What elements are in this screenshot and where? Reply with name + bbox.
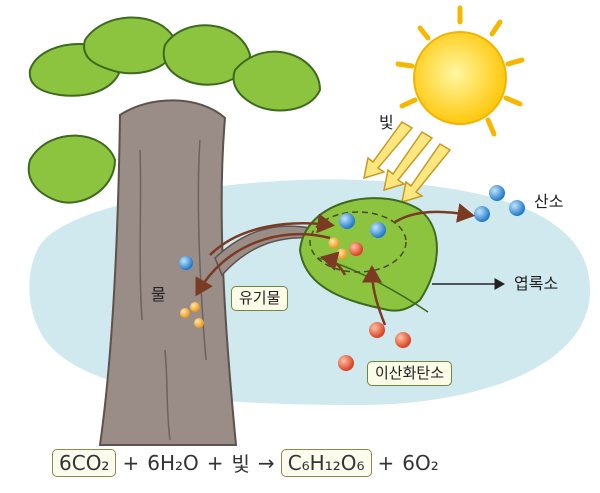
oxygen-ball (509, 200, 525, 216)
oxygen-ball (474, 206, 490, 222)
light-rays (363, 121, 452, 204)
flow-arrows (195, 203, 475, 326)
organic-label: 유기물 (231, 286, 289, 311)
tree-trunk (98, 99, 238, 446)
co2-ball (369, 322, 385, 338)
equation-plus: + (122, 450, 140, 475)
equation-product-glucose: C₆H₁₂O₆ (280, 448, 372, 477)
oxygen-ball (370, 222, 386, 238)
equation-light: 빛 (231, 452, 250, 476)
organic-ball (190, 302, 200, 312)
sun-icon (395, 5, 525, 137)
water-ball (179, 256, 193, 270)
light-label: 빛 (379, 113, 394, 132)
equation-oxygen: 6O₂ (402, 450, 439, 475)
chloroplast-label: 엽록소 (514, 274, 559, 293)
water-label: 물 (151, 285, 166, 304)
co2-ball (349, 242, 363, 256)
co2-label: 이산화탄소 (367, 361, 453, 386)
equation-water: 6H₂O (147, 450, 199, 475)
organic-ball (328, 237, 340, 249)
oxygen-label: 산소 (534, 192, 564, 211)
equation-arrow: → (257, 450, 275, 475)
oxygen-ball (489, 185, 505, 201)
equation-reactant-co2: 6CO₂ (52, 448, 117, 477)
organic-ball (336, 248, 348, 260)
oxygen-ball (339, 213, 355, 229)
chloroplast-area (309, 211, 407, 273)
organic-ball (180, 308, 190, 318)
co2-ball (338, 355, 354, 371)
equation-plus: + (206, 450, 224, 475)
tree-leaves (27, 16, 322, 204)
co2-ball (395, 332, 411, 348)
photosynthesis-equation: 6CO₂ + 6H₂O + 빛 → C₆H₁₂O₆ + 6O₂ (52, 448, 441, 477)
equation-plus: + (377, 450, 395, 475)
organic-ball (194, 318, 204, 328)
